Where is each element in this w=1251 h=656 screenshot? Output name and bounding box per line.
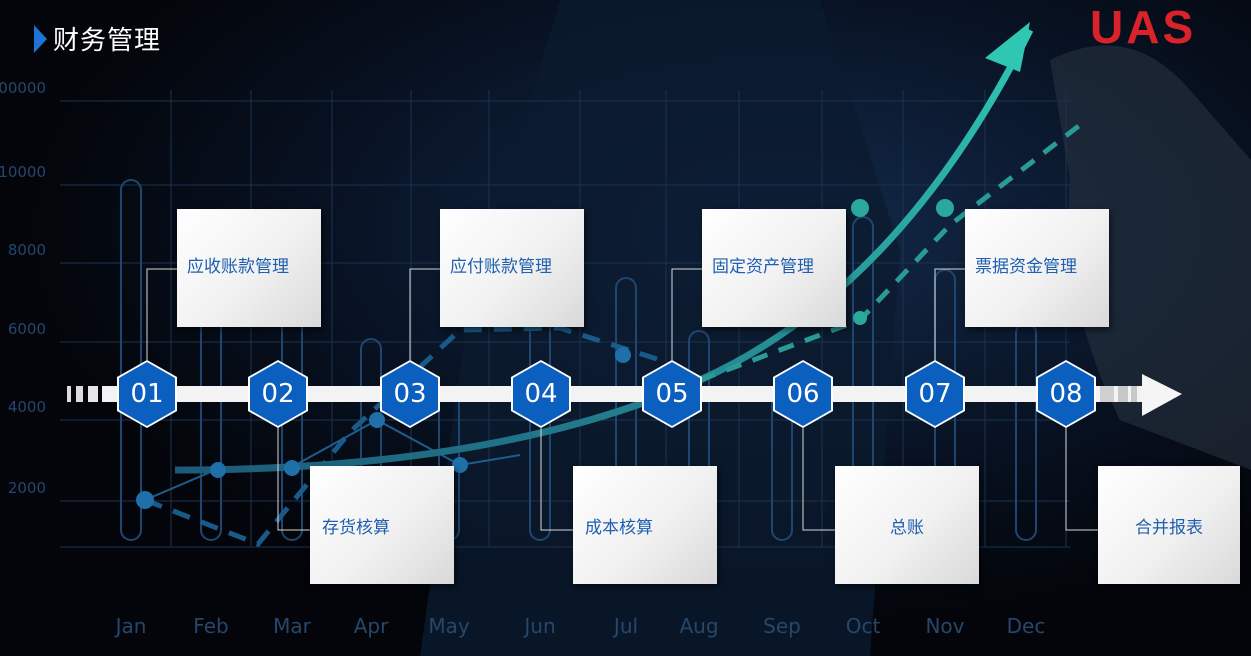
step-number-badge[interactable]: 02 xyxy=(248,360,308,428)
y-tick-label: 10000 xyxy=(0,163,46,181)
y-tick-label: 4000 xyxy=(8,398,46,416)
x-month-label: May xyxy=(428,614,470,638)
step-number: 06 xyxy=(775,362,831,426)
step-connector xyxy=(671,268,702,360)
step-number-badge[interactable]: 04 xyxy=(511,360,571,428)
step-card-label: 应收账款管理 xyxy=(187,257,289,277)
x-month-label: Jun xyxy=(522,614,555,638)
y-tick-label: 6000 xyxy=(8,320,46,338)
x-month-label: Apr xyxy=(354,614,389,638)
step-number-badge[interactable]: 06 xyxy=(773,360,833,428)
x-month-label: Oct xyxy=(846,614,881,638)
title-marker-icon xyxy=(34,24,47,53)
step-card-label: 合并报表 xyxy=(1135,518,1203,538)
step-card[interactable]: 存货核算 xyxy=(310,466,454,584)
x-month-label: Nov xyxy=(925,614,964,638)
step-number: 08 xyxy=(1038,362,1094,426)
step-connector xyxy=(409,268,440,360)
step-card-label: 存货核算 xyxy=(322,518,390,538)
step-card[interactable]: 合并报表 xyxy=(1098,466,1240,584)
step-number-badge[interactable]: 07 xyxy=(905,360,965,428)
page-header: 财务管理 xyxy=(34,20,161,57)
step-card[interactable]: 总账 xyxy=(835,466,979,584)
x-month-label: Feb xyxy=(193,614,228,638)
x-month-label: Aug xyxy=(679,614,718,638)
x-month-label: Sep xyxy=(763,614,801,638)
step-card[interactable]: 应收账款管理 xyxy=(177,209,321,327)
y-tick-label: 00000 xyxy=(0,79,46,97)
x-month-label: Jul xyxy=(612,614,638,638)
step-number: 07 xyxy=(907,362,963,426)
background-bar xyxy=(120,179,142,541)
x-month-label: Jan xyxy=(114,614,147,638)
step-connector xyxy=(277,428,310,531)
step-card-label: 应付账款管理 xyxy=(450,257,552,277)
step-number-badge[interactable]: 05 xyxy=(642,360,702,428)
page-title: 财务管理 xyxy=(53,26,162,56)
step-card-label: 总账 xyxy=(890,518,924,538)
step-card-label: 成本核算 xyxy=(585,518,653,538)
step-connector xyxy=(802,428,835,531)
step-card[interactable]: 票据资金管理 xyxy=(965,209,1109,327)
step-card[interactable]: 固定资产管理 xyxy=(702,209,846,327)
step-card[interactable]: 应付账款管理 xyxy=(440,209,584,327)
step-connector xyxy=(146,268,177,360)
y-tick-label: 2000 xyxy=(8,479,46,497)
step-number-badge[interactable]: 03 xyxy=(380,360,440,428)
step-card-label: 票据资金管理 xyxy=(975,257,1077,277)
brand-logo: UAS xyxy=(1090,1,1197,53)
step-number: 05 xyxy=(644,362,700,426)
step-number: 03 xyxy=(382,362,438,426)
step-number: 04 xyxy=(513,362,569,426)
step-card[interactable]: 成本核算 xyxy=(573,466,717,584)
step-card-label: 固定资产管理 xyxy=(712,257,814,277)
x-month-label: Mar xyxy=(273,614,312,638)
step-number: 01 xyxy=(119,362,175,426)
x-month-label: Dec xyxy=(1007,614,1046,638)
step-connector xyxy=(1065,428,1098,531)
y-tick-label: 8000 xyxy=(8,241,46,259)
step-number-badge[interactable]: 08 xyxy=(1036,360,1096,428)
step-connector xyxy=(540,428,573,531)
step-number-badge[interactable]: 01 xyxy=(117,360,177,428)
step-connector xyxy=(934,268,965,360)
step-number: 02 xyxy=(250,362,306,426)
